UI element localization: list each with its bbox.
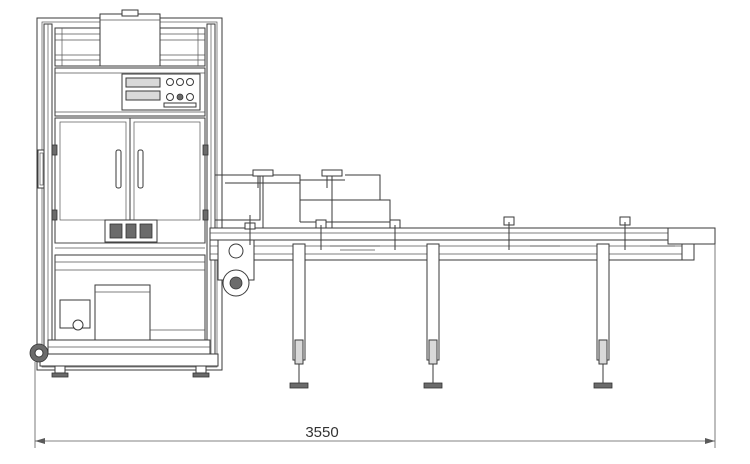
- product-pusher-section: [215, 169, 391, 235]
- shrink-wrapper-cabinet: [29, 9, 223, 378]
- overall-length-dimension: 3550: [34, 244, 716, 448]
- outfeed-conveyor: [209, 215, 716, 389]
- overall-length-label: 3550: [305, 424, 338, 441]
